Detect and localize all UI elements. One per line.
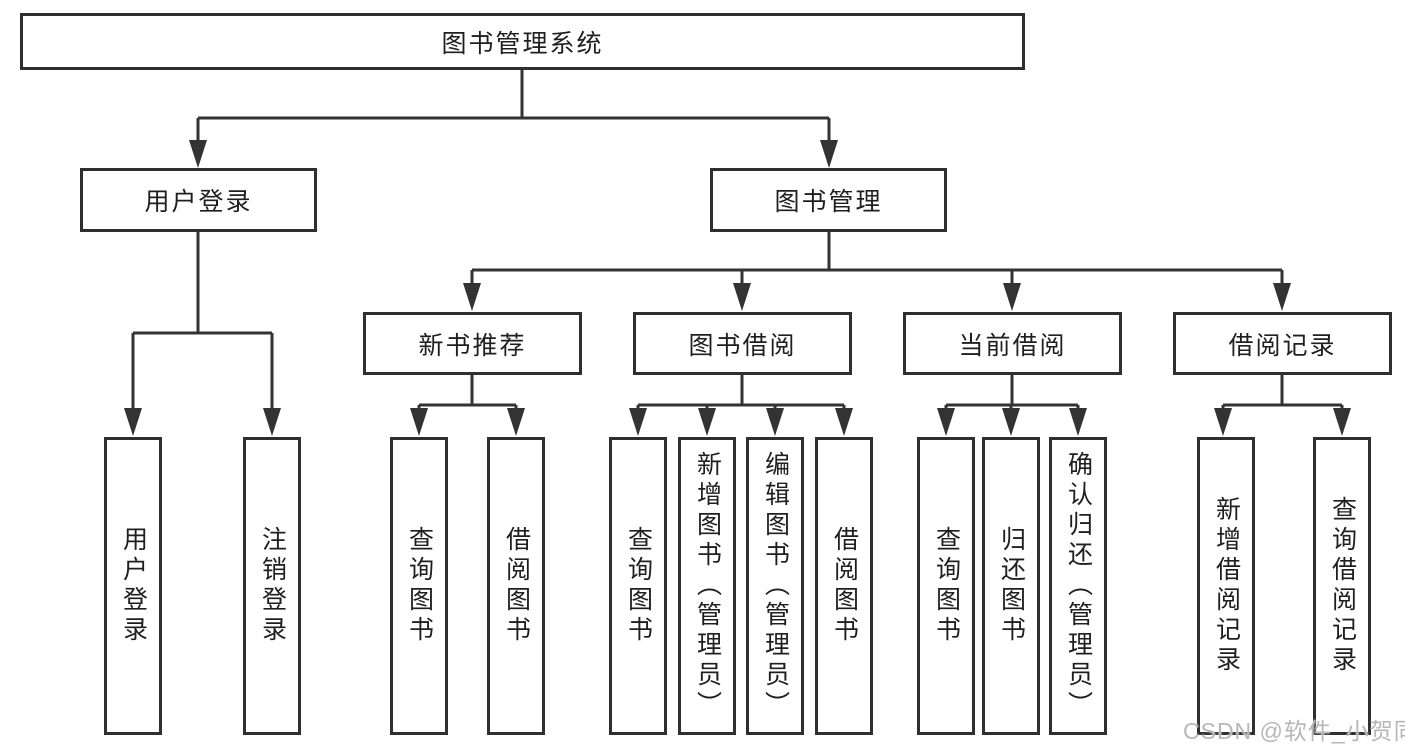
leaf-label: 新增图书（管理员）	[693, 451, 722, 721]
leaf-user-login: 用户登录	[104, 437, 162, 735]
node-current-borrow-label: 当前借阅	[958, 331, 1067, 360]
arrowhead	[733, 283, 751, 311]
arrowhead	[507, 408, 525, 436]
leaf-label: 注销登录	[258, 526, 287, 646]
arrowhead	[1003, 283, 1021, 311]
leaf-confirm-return-admin: 确认归还（管理员）	[1049, 437, 1107, 735]
arrowhead	[1069, 408, 1087, 436]
node-root-label: 图书管理系统	[441, 29, 604, 58]
node-new-book-recommend-label: 新书推荐	[418, 331, 527, 360]
arrowhead	[820, 140, 838, 168]
arrowhead	[263, 408, 281, 436]
node-book-management: 图书管理	[710, 168, 947, 232]
csdn-watermark: CSDN @软件_小贺同学	[1183, 718, 1405, 744]
node-user-login-label: 用户登录	[144, 188, 253, 216]
leaf-label: 用户登录	[119, 526, 148, 646]
leaf-label: 查询图书	[405, 526, 434, 646]
leaf-borrow-books-recommend: 借阅图书	[487, 437, 545, 735]
node-book-borrow-label: 图书借阅	[688, 331, 797, 360]
arrowhead	[698, 408, 716, 436]
leaf-logout: 注销登录	[243, 437, 301, 735]
node-borrow-records: 借阅记录	[1173, 312, 1392, 375]
leaf-return-book: 归还图书	[982, 437, 1040, 735]
arrowhead	[629, 408, 647, 436]
connector-user-login	[131, 232, 274, 410]
connector-book-borrow	[636, 375, 846, 410]
node-user-login: 用户登录	[80, 168, 317, 232]
node-new-book-recommend: 新书推荐	[363, 312, 582, 375]
leaf-label: 借阅图书	[830, 526, 859, 646]
connector-book-management	[470, 232, 1284, 285]
leaf-edit-book-admin: 编辑图书（管理员）	[746, 437, 804, 735]
leaf-query-books-current: 查询图书	[917, 437, 975, 735]
leaf-label: 编辑图书（管理员）	[761, 451, 790, 721]
connector-root-trunk	[196, 70, 831, 146]
arrowhead	[410, 408, 428, 436]
leaf-query-books-borrow: 查询图书	[609, 437, 667, 735]
arrowhead	[463, 283, 481, 311]
connector-new-book-recommend	[417, 375, 518, 410]
arrowhead	[124, 408, 142, 436]
leaf-label: 新增借阅记录	[1212, 496, 1241, 676]
arrowhead	[1002, 408, 1020, 436]
connector-borrow-records	[1221, 375, 1344, 410]
arrowhead	[835, 408, 853, 436]
leaf-query-books-recommend: 查询图书	[390, 437, 448, 735]
arrowhead	[1214, 408, 1232, 436]
node-book-management-label: 图书管理	[774, 188, 883, 216]
node-root: 图书管理系统	[20, 13, 1025, 70]
leaf-label: 查询图书	[624, 526, 653, 646]
arrowheads	[124, 140, 1351, 436]
leaf-label: 借阅图书	[502, 526, 531, 646]
arrowhead	[766, 408, 784, 436]
leaf-label: 查询借阅记录	[1328, 496, 1357, 676]
leaf-add-book-admin: 新增图书（管理员）	[678, 437, 736, 735]
leaf-borrow-books: 借阅图书	[815, 437, 873, 735]
arrowhead	[1333, 408, 1351, 436]
node-current-borrow: 当前借阅	[903, 312, 1122, 375]
connector-current-borrow	[944, 375, 1080, 410]
node-borrow-records-label: 借阅记录	[1228, 331, 1337, 360]
leaf-label: 归还图书	[997, 526, 1026, 646]
leaf-add-borrow-record: 新增借阅记录	[1197, 437, 1255, 735]
leaf-label: 查询图书	[932, 526, 961, 646]
leaf-label: 确认归还（管理员）	[1064, 451, 1093, 721]
arrowhead	[189, 140, 207, 168]
leaf-query-borrow-record: 查询借阅记录	[1313, 437, 1371, 735]
arrowhead	[1273, 283, 1291, 311]
node-book-borrow: 图书借阅	[633, 312, 852, 375]
arrowhead	[937, 408, 955, 436]
